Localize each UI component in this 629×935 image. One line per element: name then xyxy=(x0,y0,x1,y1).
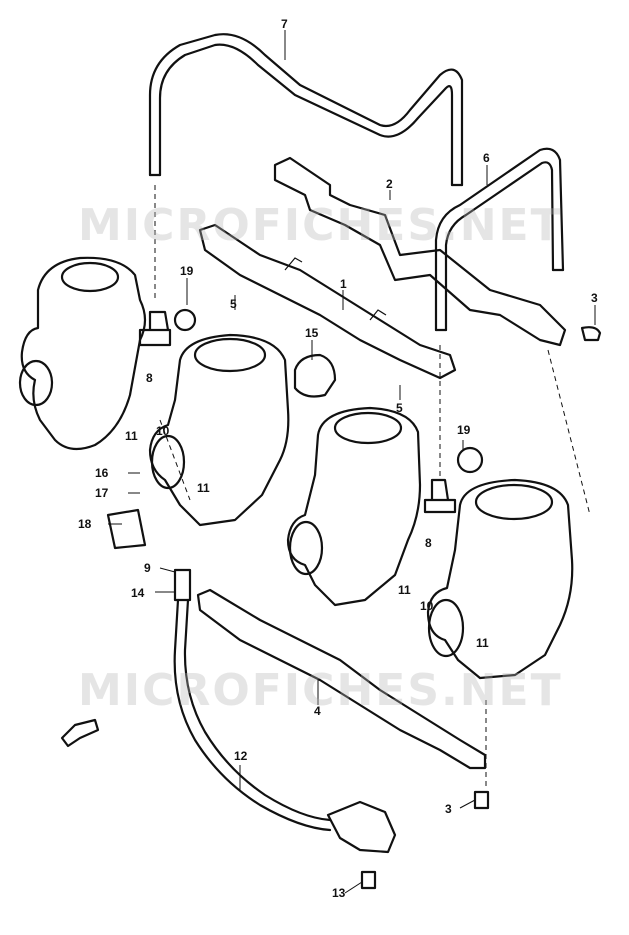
callout-8a: 8 xyxy=(146,371,153,385)
callout-6: 6 xyxy=(483,151,490,165)
callout-4: 4 xyxy=(314,704,321,718)
callout-9: 9 xyxy=(144,561,151,575)
callout-11a: 11 xyxy=(125,429,138,443)
carburetor-1 xyxy=(18,256,147,451)
leader-lines xyxy=(108,30,596,894)
callout-17: 17 xyxy=(95,486,109,500)
alignment-lines xyxy=(154,185,591,790)
callout-11d: 11 xyxy=(476,636,489,650)
callout-18: 18 xyxy=(78,517,92,531)
callout-11c: 11 xyxy=(398,583,411,597)
callout-10a: 10 xyxy=(156,424,170,438)
callout-5b: 5 xyxy=(396,401,403,415)
watermark-bottom: MICROFICHES.NET xyxy=(78,665,563,716)
carburetor-2 xyxy=(148,333,290,527)
callout-11b: 11 xyxy=(197,481,210,495)
callout-3a: 3 xyxy=(591,291,598,305)
callout-14: 14 xyxy=(131,586,145,600)
callout-5a: 5 xyxy=(230,297,237,311)
bracket-2 xyxy=(273,156,567,347)
cable-12 xyxy=(173,598,397,854)
plate-1 xyxy=(198,223,457,380)
callout-8b: 8 xyxy=(425,536,432,550)
callout-19a: 19 xyxy=(180,264,194,278)
hose-6 xyxy=(434,147,565,332)
carburetor-4 xyxy=(426,478,574,680)
callout-1: 1 xyxy=(340,277,347,291)
callout-15: 15 xyxy=(305,326,319,340)
callout-7: 7 xyxy=(281,17,288,31)
callout-12: 12 xyxy=(234,749,248,763)
callout-19b: 19 xyxy=(457,423,471,437)
plate-4 xyxy=(196,588,487,770)
small-parts xyxy=(106,308,602,890)
callout-2: 2 xyxy=(386,177,393,191)
vent-hose-7 xyxy=(148,33,464,187)
watermark-top: MICROFICHES.NET xyxy=(78,200,563,251)
callout-10b: 10 xyxy=(420,599,434,613)
front-arrow-icon xyxy=(60,718,100,748)
callout-13: 13 xyxy=(332,886,346,900)
carburetor-3 xyxy=(286,406,422,607)
callout-3b: 3 xyxy=(445,802,452,816)
callout-16: 16 xyxy=(95,466,109,480)
